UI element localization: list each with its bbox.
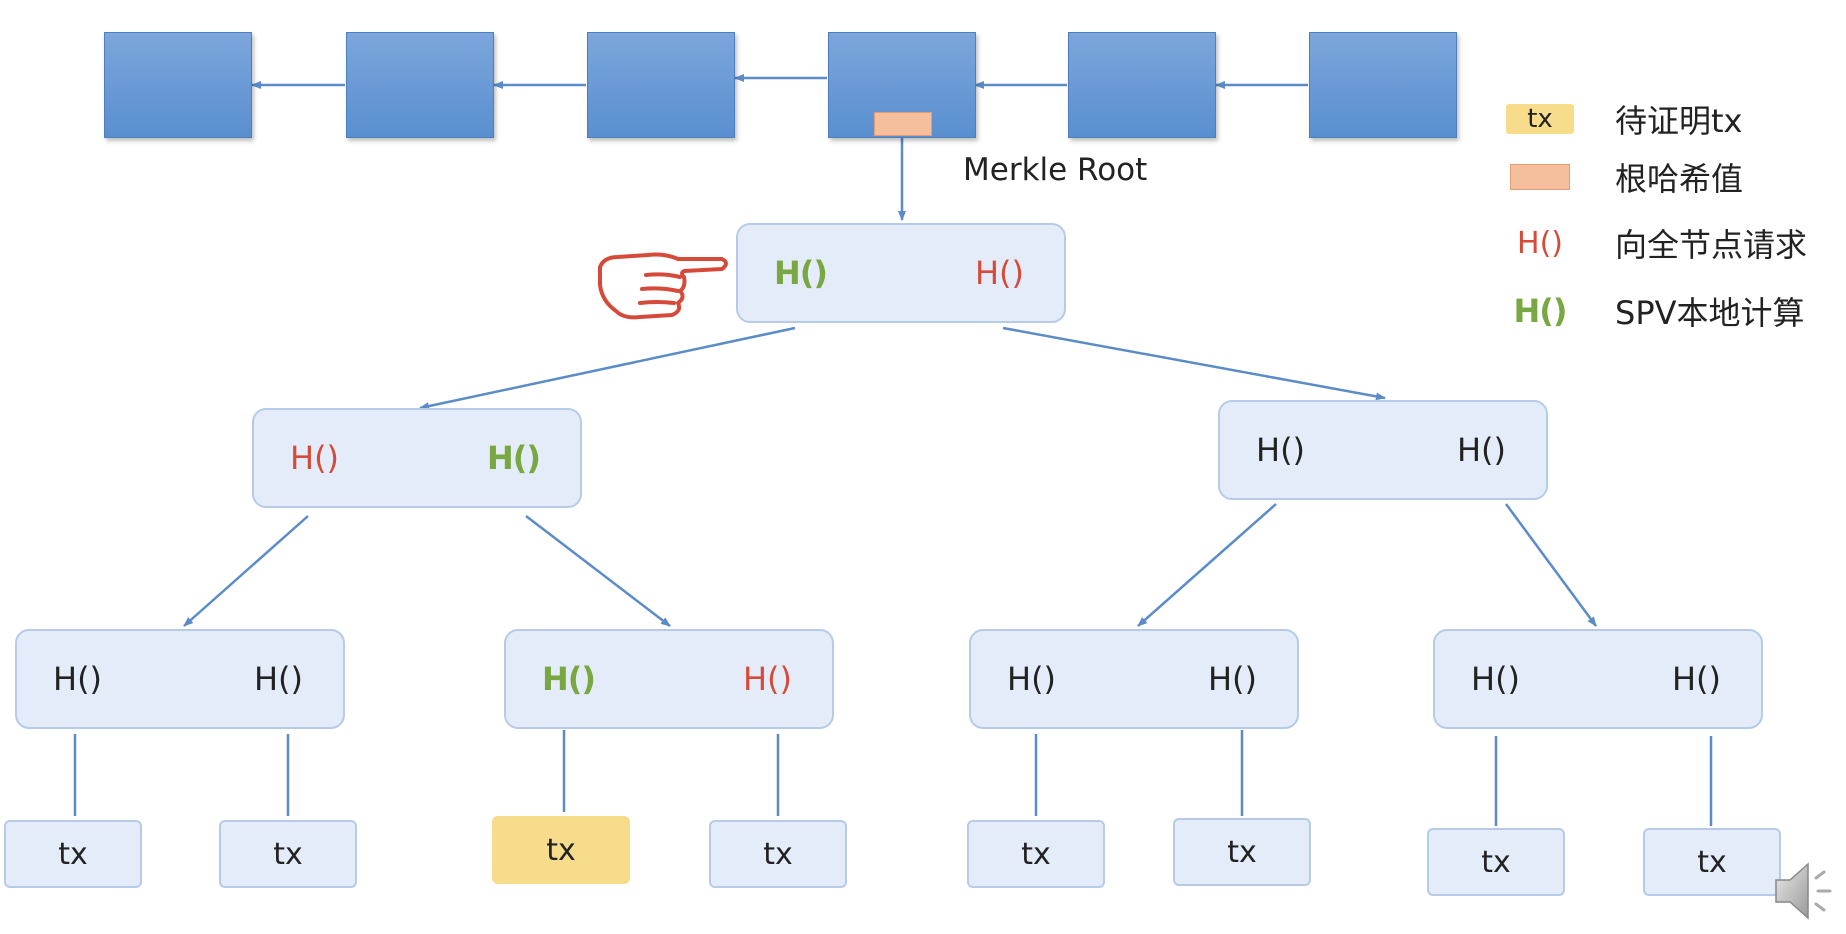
legend-root-swatch (1510, 164, 1570, 190)
hash-left: H() (1471, 660, 1521, 698)
speaker-icon[interactable] (1772, 856, 1836, 926)
hash-right: H() (253, 660, 303, 698)
legend-green-key: H() (1513, 292, 1567, 330)
requested-hash-right: H() (974, 254, 1024, 292)
tx-leaf: tx (219, 820, 357, 888)
tx-leaf: tx (967, 820, 1105, 888)
merkle-root-label: Merkle Root (963, 152, 1148, 188)
tx-leaf: tx (709, 820, 847, 888)
hash-right: H() (1207, 660, 1257, 698)
block (587, 32, 735, 138)
requested-hash-right: H() (742, 660, 792, 698)
level2-node-1: H() H() (15, 629, 345, 729)
hash-right: H() (1456, 431, 1506, 469)
block-with-merkle-root (828, 32, 976, 138)
pointing-hand-icon (598, 252, 728, 320)
legend-row-request: H() 向全节点请求 (1505, 220, 1807, 266)
tx-leaf: tx (4, 820, 142, 888)
level1-left-node: H() H() (252, 408, 582, 508)
local-hash-right: H() (486, 439, 541, 477)
tx-leaf: tx (1173, 818, 1311, 886)
requested-hash-left: H() (290, 439, 340, 477)
legend-red-key: H() (1517, 225, 1563, 261)
legend-tx-swatch: tx (1506, 104, 1574, 134)
legend-row-local: H() SPV本地计算 (1505, 288, 1805, 334)
legend-row-target-tx: tx 待证明tx (1505, 96, 1743, 142)
level2-node-3: H() H() (969, 629, 1299, 729)
block (346, 32, 494, 138)
local-hash-left: H() (774, 254, 828, 292)
tx-leaf: tx (1643, 828, 1781, 896)
legend-label: 待证明tx (1615, 102, 1743, 140)
tree-edge (1504, 503, 1598, 627)
hash-right: H() (1671, 660, 1721, 698)
target-tx-leaf: tx (492, 816, 630, 884)
level2-node-4: H() H() (1433, 629, 1763, 729)
legend-row-root-hash: 根哈希值 (1505, 154, 1743, 200)
local-hash-left: H() (542, 660, 596, 698)
level2-node-2: H() H() (504, 629, 834, 729)
tree-edge (1002, 326, 1386, 401)
hash-left: H() (53, 660, 103, 698)
hash-left: H() (1256, 431, 1306, 469)
legend-label: 向全节点请求 (1615, 226, 1808, 264)
tree-edge (419, 326, 796, 411)
tx-leaf: tx (1427, 828, 1565, 896)
tree-edge (1137, 503, 1277, 627)
block (104, 32, 252, 138)
legend-label: SPV本地计算 (1615, 294, 1805, 332)
tree-edge (525, 515, 671, 627)
level1-right-node: H() H() (1218, 400, 1548, 500)
block (1068, 32, 1216, 138)
legend-label: 根哈希值 (1615, 160, 1744, 198)
merkle-root-hash-tab (874, 112, 932, 136)
root-hash-node: H() H() (736, 223, 1066, 323)
block (1309, 32, 1457, 138)
hash-left: H() (1007, 660, 1057, 698)
tree-edge (183, 515, 309, 627)
